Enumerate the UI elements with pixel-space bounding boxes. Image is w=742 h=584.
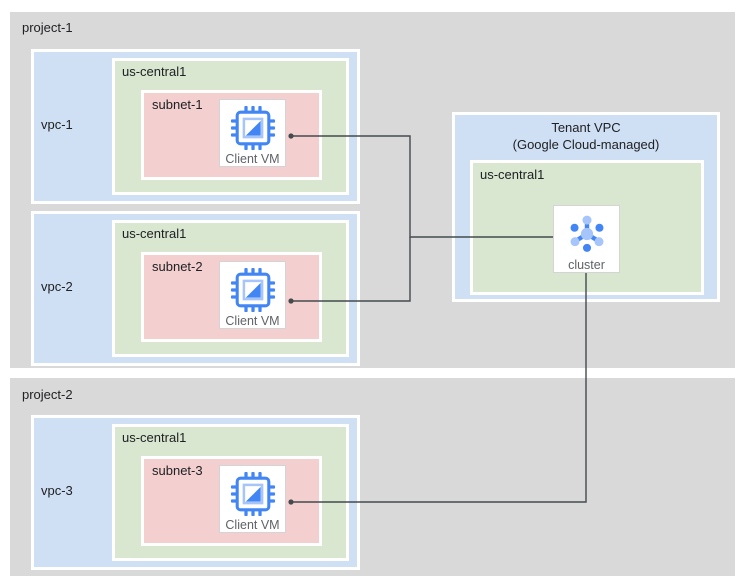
subnet-2-label: subnet-2 xyxy=(152,259,203,274)
cluster-card[interactable]: cluster xyxy=(553,205,620,273)
subnet-1-label: subnet-1 xyxy=(152,97,203,112)
region-label-tenant: us-central1 xyxy=(480,167,545,182)
cpu-chip-icon xyxy=(230,471,276,517)
vpc-2-label: vpc-2 xyxy=(41,279,73,294)
tenant-vpc-title-line2: (Google Cloud-managed) xyxy=(512,137,660,152)
client-vm-label-2: Client VM xyxy=(225,314,280,328)
client-vm-card-2[interactable]: Client VM xyxy=(219,261,286,329)
client-vm-card-1[interactable]: Client VM xyxy=(219,99,286,167)
project-1-label: project-1 xyxy=(22,20,73,35)
region-label-vpc-3: us-central1 xyxy=(122,430,187,445)
vpc-3-label: vpc-3 xyxy=(41,483,73,498)
subnet-3-label: subnet-3 xyxy=(152,463,203,478)
cpu-chip-icon xyxy=(230,267,276,313)
client-vm-card-3[interactable]: Client VM xyxy=(219,465,286,533)
project-2-label: project-2 xyxy=(22,387,73,402)
vpc-1-label: vpc-1 xyxy=(41,117,73,132)
client-vm-label-1: Client VM xyxy=(225,152,280,166)
cpu-chip-icon xyxy=(230,105,276,151)
client-vm-label-3: Client VM xyxy=(225,518,280,532)
tenant-vpc-title-line1: Tenant VPC xyxy=(551,120,621,135)
cluster-nodes-icon xyxy=(564,211,610,257)
cluster-label: cluster xyxy=(568,258,605,272)
region-label-vpc-2: us-central1 xyxy=(122,226,187,241)
region-label-vpc-1: us-central1 xyxy=(122,64,187,79)
